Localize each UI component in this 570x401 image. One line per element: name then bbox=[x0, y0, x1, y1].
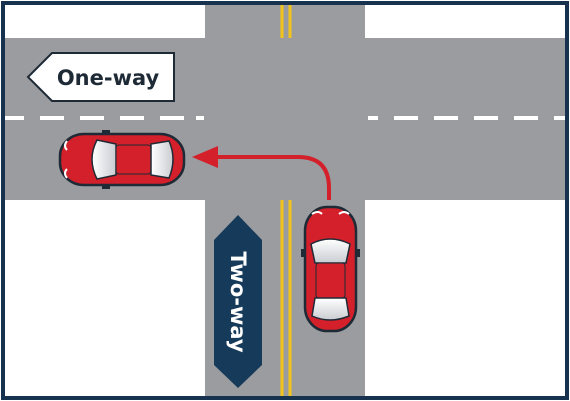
car-turning-left bbox=[301, 207, 360, 331]
car-after-turn bbox=[60, 130, 184, 189]
one-way-sign-label: One-way bbox=[57, 66, 160, 90]
one-way-sign: One-way bbox=[28, 53, 174, 101]
two-way-sign: Two-way bbox=[214, 215, 262, 388]
two-way-sign-label: Two-way bbox=[226, 251, 250, 352]
